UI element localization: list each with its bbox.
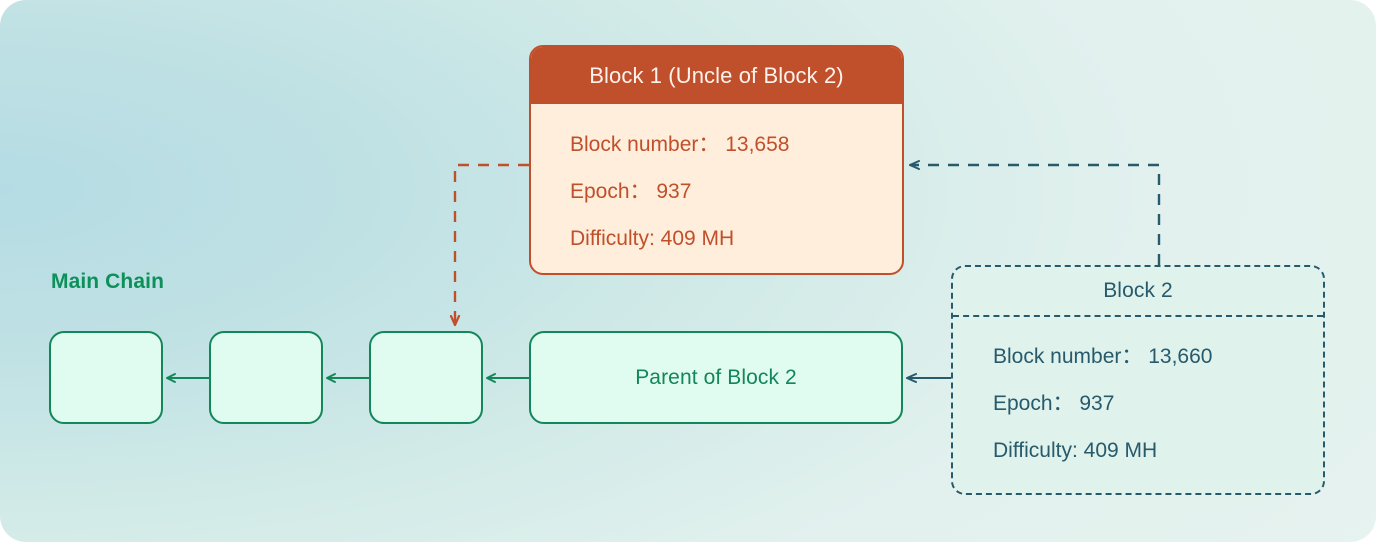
block-1-epoch: Epoch： 937 (570, 180, 692, 203)
block-2-header: Block 2 (953, 267, 1323, 317)
block-2-block-number: Block number： 13,660 (993, 345, 1213, 368)
chain-block-2[interactable] (209, 331, 323, 424)
block-2-card[interactable]: Block 2 Block number： 13,660 Epoch： 937 … (951, 265, 1325, 495)
block-2-body: Block number： 13,660 Epoch： 937 Difficul… (953, 317, 1323, 474)
block-1-body: Block number： 13,658 Epoch： 937 Difficul… (531, 104, 902, 262)
parent-of-block-2-label: Parent of Block 2 (635, 365, 797, 389)
chain-block-1[interactable] (49, 331, 163, 424)
block-2-epoch: Epoch： 937 (993, 392, 1115, 415)
block-1-block-number: Block number： 13,658 (570, 133, 790, 156)
arrow-block2-to-uncle (909, 160, 1161, 265)
arrow-uncle-to-chain3 (455, 163, 529, 325)
block-1-title: Block 1 (Uncle of Block 2) (589, 62, 844, 88)
main-chain-label: Main Chain (51, 270, 165, 293)
block-2-difficulty: Difficulty: 409 MH (993, 439, 1158, 462)
block-1-header: Block 1 (Uncle of Block 2) (531, 47, 902, 104)
block-1-uncle-card[interactable]: Block 1 (Uncle of Block 2) Block number：… (529, 45, 904, 275)
block-2-title: Block 2 (1103, 279, 1173, 302)
chain-block-3[interactable] (369, 331, 483, 424)
parent-of-block-2-node[interactable]: Parent of Block 2 (529, 331, 903, 424)
block-1-difficulty: Difficulty: 409 MH (570, 227, 735, 250)
